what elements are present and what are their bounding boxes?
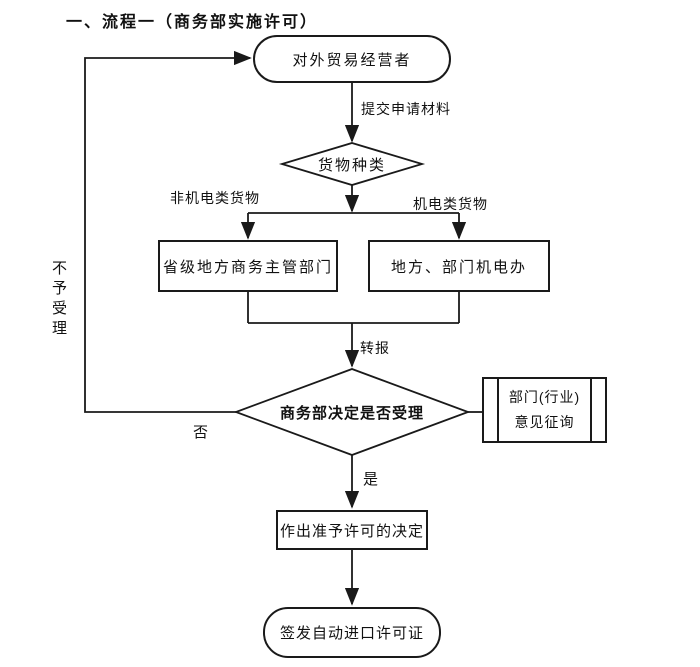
- dept-opinion-consult-line1: 部门(行业): [508, 389, 581, 405]
- edge-label-submit-application: 提交申请材料: [361, 101, 451, 117]
- edge-label-mech-elec-goods: 机电类货物: [413, 196, 488, 212]
- mofcom-decision-diamond-shape: [236, 369, 468, 455]
- node-goods-type-decision: 货物种类: [282, 143, 422, 185]
- goods-type-label: 货物种类: [317, 156, 386, 174]
- node-start-terminator: 对外贸易经营者: [253, 35, 451, 83]
- edge-label-non-mech-elec-goods: 非机电类货物: [170, 190, 260, 206]
- edge-label-yes: 是: [363, 471, 380, 488]
- grant-license-decision-label: 作出准予许可的决定: [279, 522, 424, 540]
- dept-opinion-consult-line2: 意见征询: [514, 414, 575, 430]
- node-grant-license-decision: 作出准予许可的决定: [276, 510, 428, 550]
- mofcom-accept-decision-label: 商务部决定是否受理: [279, 404, 424, 422]
- predef-left-line: [497, 379, 499, 441]
- node-dept-opinion-consult: 部门(行业) 意见征询: [482, 377, 607, 443]
- edge-label-not-accepted: 不予受理: [50, 260, 67, 340]
- edge-no-feedback: [85, 50, 252, 412]
- node-local-mech-elec-office: 地方、部门机电办: [368, 240, 550, 292]
- edge-label-forward-report: 转报: [360, 340, 390, 356]
- node-mofcom-accept-decision: 商务部决定是否受理: [236, 369, 468, 455]
- node-issue-license-terminator: 签发自动进口许可证: [263, 607, 441, 658]
- node-provincial-commerce-dept: 省级地方商务主管部门: [158, 240, 338, 292]
- edge-label-no: 否: [193, 424, 210, 441]
- provincial-commerce-dept-label: 省级地方商务主管部门: [162, 258, 333, 276]
- goods-type-diamond-shape: [282, 143, 422, 185]
- page-title: 一、流程一（商务部实施许可）: [66, 14, 319, 31]
- predef-right-line: [590, 379, 592, 441]
- issue-license-label: 签发自动进口许可证: [279, 625, 424, 642]
- node-start-label: 对外贸易经营者: [292, 51, 412, 69]
- local-mech-elec-office-label: 地方、部门机电办: [390, 258, 527, 276]
